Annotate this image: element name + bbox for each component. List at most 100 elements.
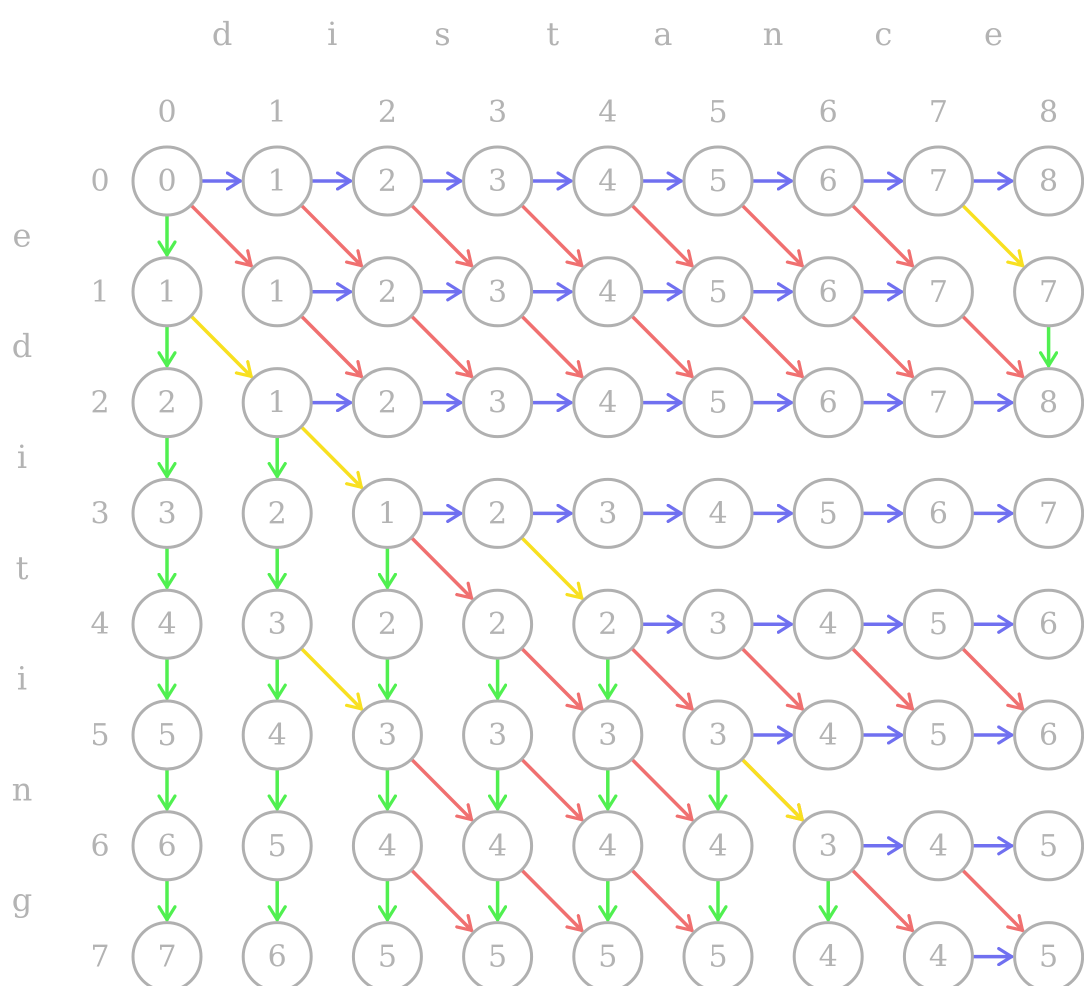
cell-circle bbox=[792, 699, 864, 771]
cell-node: 1 bbox=[351, 477, 423, 549]
cell-value: 2 bbox=[598, 607, 617, 642]
substitute-arrow bbox=[630, 314, 694, 379]
source-letter: e bbox=[984, 15, 1003, 53]
cell-node: 7 bbox=[1013, 256, 1084, 328]
cell-node: 2 bbox=[462, 477, 534, 549]
target-letter: t bbox=[16, 549, 29, 587]
cell-node: 4 bbox=[902, 921, 974, 986]
cell-circle bbox=[572, 256, 644, 328]
substitute-arrow bbox=[300, 204, 364, 268]
cell-value: 5 bbox=[708, 386, 727, 421]
cell-value: 8 bbox=[1039, 164, 1058, 199]
cell-circle bbox=[241, 367, 313, 439]
cell-circle bbox=[131, 367, 203, 439]
cell-node: 5 bbox=[1013, 921, 1084, 986]
cell-node: 1 bbox=[241, 367, 313, 439]
cell-value: 2 bbox=[268, 496, 287, 531]
cell-value: 1 bbox=[268, 386, 287, 421]
cell-circle bbox=[902, 477, 974, 549]
cell-value: 5 bbox=[929, 607, 948, 642]
cell-value: 3 bbox=[157, 496, 176, 531]
cell-node: 4 bbox=[792, 921, 864, 986]
cell-circle bbox=[792, 810, 864, 882]
cell-value: 5 bbox=[598, 940, 617, 975]
cell-circle bbox=[1013, 367, 1084, 439]
substitute-arrow bbox=[520, 647, 584, 711]
cell-circle bbox=[1013, 921, 1084, 986]
cell-node: 4 bbox=[131, 588, 203, 660]
cell-circle bbox=[241, 256, 313, 328]
cell-circle bbox=[351, 921, 423, 986]
cell-value: 3 bbox=[488, 275, 507, 310]
cell-circle bbox=[682, 588, 754, 660]
cell-circle bbox=[792, 145, 864, 217]
cell-value: 4 bbox=[929, 829, 948, 864]
cell-value: 7 bbox=[929, 275, 948, 310]
cell-circle bbox=[572, 588, 644, 660]
substitute-arrow bbox=[189, 204, 253, 268]
cell-node: 6 bbox=[241, 921, 313, 986]
cell-circle bbox=[131, 921, 203, 986]
target-letter: g bbox=[12, 881, 32, 919]
cell-node: 4 bbox=[682, 477, 754, 549]
cell-circle bbox=[351, 699, 423, 771]
cell-node: 3 bbox=[131, 477, 203, 549]
cell-node: 3 bbox=[462, 699, 534, 771]
target-letter: i bbox=[17, 660, 27, 698]
cell-value: 4 bbox=[598, 164, 617, 199]
cell-value: 7 bbox=[929, 386, 948, 421]
edge-layer bbox=[157, 171, 1059, 967]
cell-node: 5 bbox=[792, 477, 864, 549]
cell-circle bbox=[1013, 588, 1084, 660]
cell-node: 5 bbox=[241, 810, 313, 882]
cell-node: 4 bbox=[572, 810, 644, 882]
cell-value: 5 bbox=[708, 940, 727, 975]
cell-value: 2 bbox=[488, 607, 507, 642]
cell-node: 2 bbox=[351, 256, 423, 328]
cell-circle bbox=[131, 810, 203, 882]
substitute-arrow bbox=[961, 314, 1025, 379]
cell-circle bbox=[682, 145, 754, 217]
substitute-arrow bbox=[851, 314, 915, 379]
cell-value: 6 bbox=[819, 164, 838, 199]
cell-circle bbox=[1013, 810, 1084, 882]
cell-value: 5 bbox=[378, 940, 397, 975]
substitute-arrow bbox=[410, 758, 474, 822]
cell-value: 1 bbox=[378, 496, 397, 531]
cell-node: 5 bbox=[682, 367, 754, 439]
cell-circle bbox=[241, 810, 313, 882]
cell-value: 4 bbox=[708, 496, 727, 531]
cell-node: 8 bbox=[1013, 145, 1084, 217]
cell-value: 6 bbox=[819, 275, 838, 310]
cell-node: 7 bbox=[902, 367, 974, 439]
cell-circle bbox=[131, 256, 203, 328]
column-index: 4 bbox=[598, 95, 617, 130]
cell-value: 6 bbox=[929, 496, 948, 531]
source-letter: n bbox=[763, 15, 784, 53]
cell-node: 5 bbox=[572, 921, 644, 986]
cell-node: 5 bbox=[131, 699, 203, 771]
cell-node: 7 bbox=[131, 921, 203, 986]
cell-circle bbox=[682, 256, 754, 328]
target-letter: i bbox=[17, 438, 27, 476]
cell-circle bbox=[792, 921, 864, 986]
cell-circle bbox=[1013, 699, 1084, 771]
cell-value: 5 bbox=[708, 275, 727, 310]
cell-circle bbox=[792, 477, 864, 549]
match-arrow bbox=[520, 536, 584, 600]
cell-node: 1 bbox=[131, 256, 203, 328]
target-letter: e bbox=[13, 216, 32, 254]
cell-value: 3 bbox=[488, 386, 507, 421]
cell-value: 2 bbox=[157, 386, 176, 421]
cell-value: 6 bbox=[1039, 607, 1058, 642]
cell-node: 2 bbox=[241, 477, 313, 549]
substitute-arrow bbox=[851, 868, 915, 933]
column-index: 8 bbox=[1039, 95, 1058, 130]
source-letter: s bbox=[434, 15, 450, 53]
target-letter: d bbox=[12, 327, 32, 365]
cell-circle bbox=[462, 477, 534, 549]
cell-value: 3 bbox=[598, 496, 617, 531]
cell-node: 1 bbox=[241, 145, 313, 217]
